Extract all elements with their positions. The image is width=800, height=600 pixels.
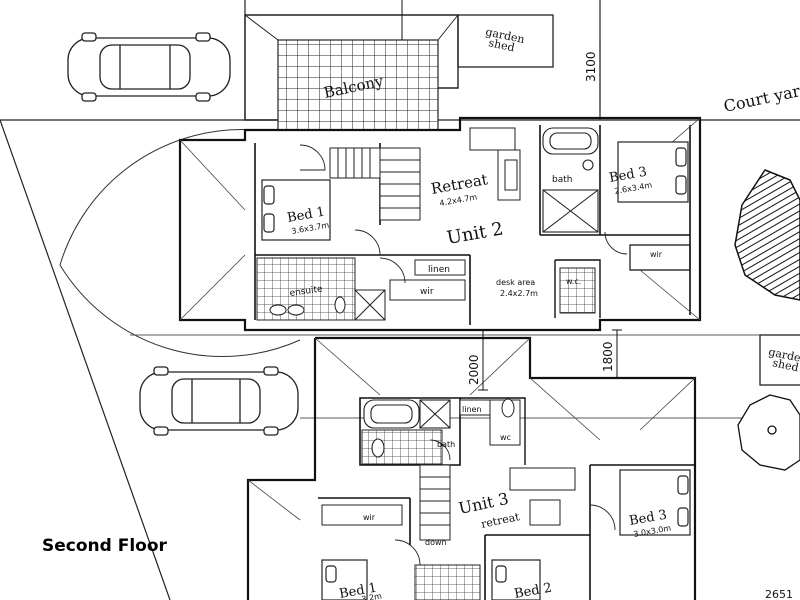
car-icon [139, 366, 299, 436]
wir-label: wir [363, 513, 376, 522]
wc-label: wc [500, 433, 511, 442]
garden-shed-label: shed [771, 356, 799, 374]
floor-caption: Second Floor [42, 536, 167, 556]
wir-label: wir [420, 287, 434, 297]
bed-3-label: Bed 3 [628, 508, 668, 529]
desk-area-label: desk area [496, 278, 535, 287]
wir-closet [389, 279, 466, 301]
linen-label: linen [462, 405, 482, 414]
balcony [244, 14, 459, 131]
bed [619, 469, 691, 536]
dimension-lines [401, 0, 622, 391]
garden-shed [759, 334, 800, 386]
unit-3-walls [246, 336, 697, 600]
bed-1-label: Bed 1 [338, 581, 378, 600]
tree-icon [734, 169, 800, 301]
bath-tiles [414, 564, 481, 600]
roof-lines [247, 337, 696, 521]
bathtub [542, 127, 599, 233]
wc-label: w.c. [566, 277, 581, 286]
dimension-2000: 2000 [467, 354, 481, 385]
bed-1-label: Bed 1 [286, 205, 326, 226]
bed [261, 179, 331, 241]
wc-fixture [489, 398, 521, 446]
door-swings [299, 144, 628, 284]
linen-label: linen [428, 265, 450, 275]
stairs [419, 464, 451, 541]
retreat-label: Retreat [430, 170, 489, 198]
bed-2-label: Bed 2 [513, 581, 553, 600]
bed-3-label: Bed 3 [608, 165, 648, 186]
wir-closet [321, 504, 403, 526]
retreat-label: retreat [480, 510, 521, 531]
ensuite-label: ensuite [289, 284, 324, 299]
stairs [329, 147, 421, 221]
wir-label: wir [650, 250, 663, 259]
bed [321, 559, 368, 600]
bath-label: bath [437, 440, 455, 449]
linen-closet [414, 259, 466, 276]
door-swings [394, 439, 616, 566]
desk-area-size: 2.4x2.7m [500, 289, 538, 298]
wc [559, 267, 596, 314]
ensuite-fixtures [269, 289, 386, 321]
dimension-1800: 1800 [601, 341, 615, 372]
down-label: down [425, 538, 447, 547]
retreat-furniture [509, 467, 576, 526]
unit-2-label: Unit 2 [445, 218, 505, 249]
car-icon [67, 32, 231, 102]
court-yard-label: Court yard [722, 79, 800, 116]
bath-label: bath [552, 175, 572, 185]
bathtub [363, 399, 451, 458]
dimension-3100: 3100 [584, 51, 598, 82]
dimension-2651: 2651 [765, 588, 793, 600]
bed-1-size: 3.2m [361, 592, 383, 600]
bed [491, 559, 541, 600]
tree-icon [737, 394, 800, 471]
bed [617, 141, 689, 203]
garden-shed-label: shed [487, 36, 515, 54]
retreat-furniture [469, 127, 521, 201]
driveway-arc [59, 129, 301, 358]
